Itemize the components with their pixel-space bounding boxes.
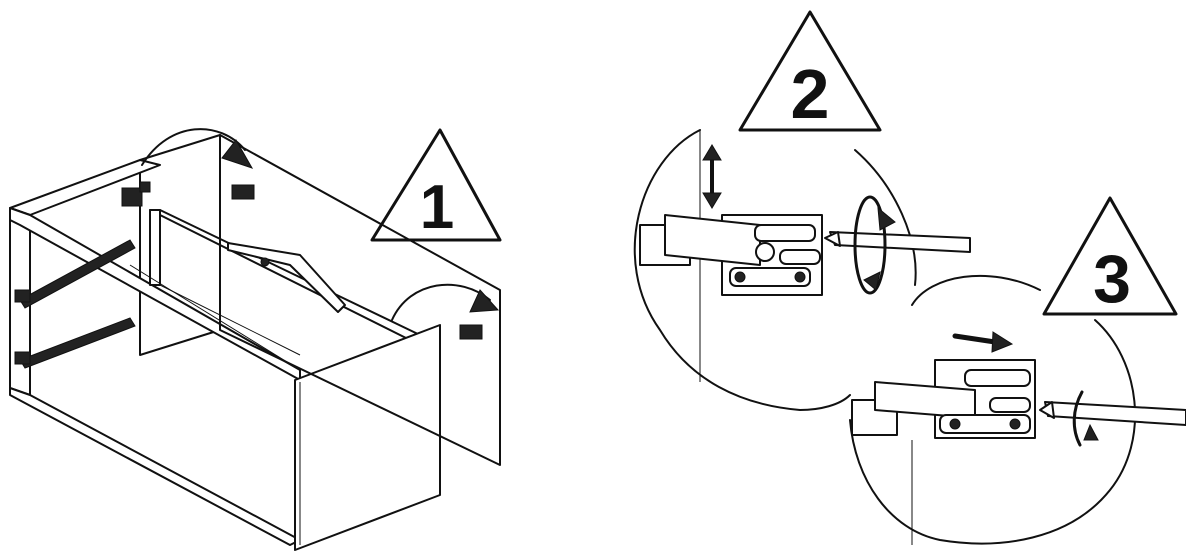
handle-profile: [227, 242, 346, 313]
detail-circle-2: [633, 129, 971, 411]
rotate-arrow-icon: [391, 283, 500, 321]
hinge-bracket-2: [639, 214, 823, 296]
step-1-triangle: 1: [370, 128, 502, 242]
step-2-triangle: 2: [738, 10, 882, 133]
warning-triangle-icon: [370, 128, 502, 242]
bottom-rail: [9, 387, 301, 546]
rotate-arrow-icon: [1072, 390, 1099, 447]
bracket-top: [231, 184, 255, 200]
detail-circle-3: [849, 274, 1186, 545]
step-2-label: 2: [791, 55, 830, 133]
vertical-double-arrow-icon: [702, 144, 722, 209]
bracket-left: [121, 181, 151, 207]
step-1-label: 1: [420, 173, 454, 242]
front-panel: [294, 324, 441, 551]
screwdriver-icon: [1039, 401, 1186, 426]
hinge-bracket-3: [851, 359, 1036, 439]
warning-triangle-icon: [1042, 196, 1178, 316]
rotate-arrow-icon: [141, 128, 254, 169]
step-3-triangle: 3: [1042, 196, 1178, 317]
warning-triangle-icon: [738, 10, 882, 132]
inner-board: [149, 209, 161, 286]
bracket-right: [459, 324, 483, 340]
step-3-label: 3: [1093, 241, 1131, 317]
screwdriver-icon: [824, 231, 971, 253]
drawer-rail-lower: [14, 317, 136, 369]
drawer-cabinet: [9, 128, 501, 551]
right-arrow-icon: [952, 331, 1014, 353]
drawer-rail-upper: [14, 239, 136, 309]
rotate-arrow-icon: [853, 195, 896, 295]
